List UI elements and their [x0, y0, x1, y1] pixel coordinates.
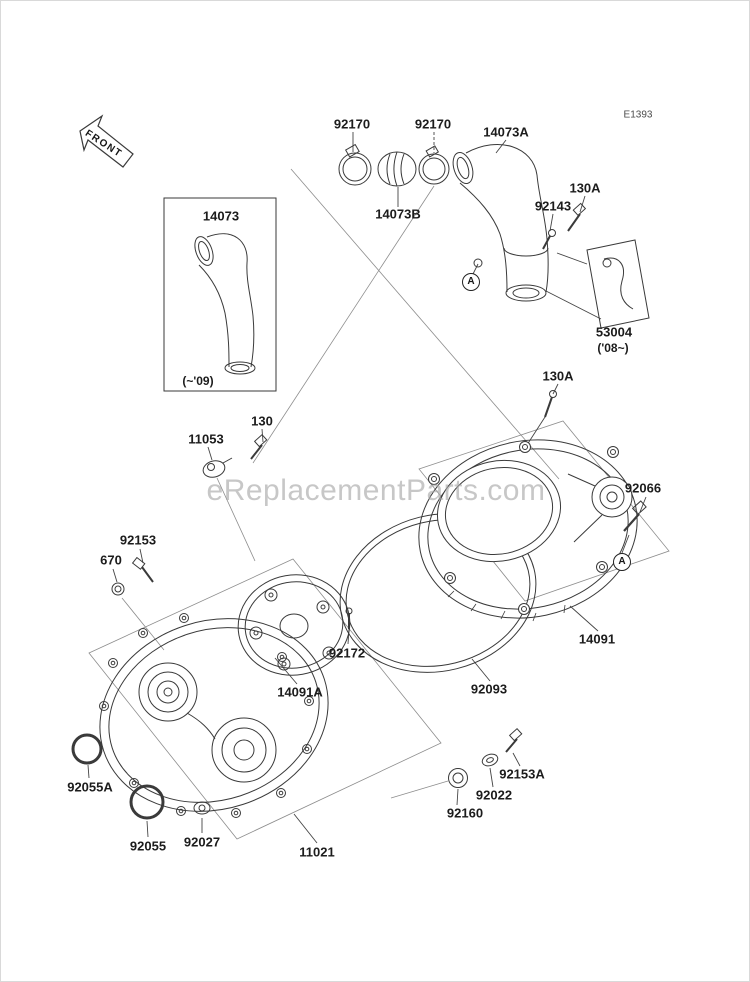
part-label-92153: 92153 — [119, 532, 157, 548]
part-label-92160: 92160 — [446, 805, 484, 821]
part-label-92170-left: 92170 — [333, 116, 371, 132]
part-label-92153A: 92153A — [499, 766, 545, 782]
part-label-92170-right: 92170 — [414, 116, 452, 132]
bolt-130A-top-drawing — [567, 202, 587, 232]
part-label-14073B: 14073B — [375, 206, 421, 222]
screw-92143-drawing — [542, 229, 556, 250]
bolt-92153-drawing — [131, 556, 154, 583]
inner-cover-11021-drawing — [99, 613, 329, 818]
callout-a-1: A — [462, 273, 480, 291]
bolt-92066-drawing — [623, 500, 647, 532]
clamp-92170-left-drawing — [338, 143, 372, 186]
duct-14073-box-drawing — [163, 197, 277, 392]
bolt-130-drawing — [250, 433, 268, 460]
stud-92172-drawing — [345, 607, 353, 629]
part-label-92055A: 92055A — [67, 779, 113, 795]
sleeve-14073B-drawing — [377, 151, 417, 187]
part-label-92066: 92066 — [624, 480, 662, 496]
part-label-92022: 92022 — [475, 787, 513, 803]
part-label-14091: 14091 — [578, 631, 616, 647]
part-label-130A-top: 130A — [569, 180, 601, 196]
ring-670-drawing — [111, 582, 125, 596]
part-label-11053: 11053 — [188, 431, 224, 447]
callout-a-2: A — [613, 553, 631, 571]
part-label-130A-mid: 130A — [542, 368, 574, 384]
part-label-14073A: 14073A — [483, 124, 529, 140]
part-label-92093: 92093 — [470, 681, 508, 697]
part-label-92172: 92172 — [328, 645, 366, 661]
duct-14073A-drawing — [452, 144, 549, 302]
note-through-09: (~'09) — [182, 374, 214, 388]
guard-53004-drawing — [586, 239, 650, 329]
oring-92055A-drawing — [71, 733, 103, 765]
bolt-130A-mid-drawing — [544, 390, 557, 418]
part-label-14091A: 14091A — [277, 684, 323, 700]
clamp-92170-right-drawing — [418, 145, 450, 185]
leader-lines — [87, 132, 647, 844]
plate-14091A-drawing — [237, 574, 351, 676]
part-label-92027: 92027 — [183, 834, 221, 850]
note-from-08: ('08~) — [597, 341, 629, 355]
bolt-92153A-drawing — [505, 727, 523, 753]
washer-92022-drawing — [481, 753, 499, 767]
part-label-670: 670 — [100, 552, 122, 568]
part-label-11021: 11021 — [299, 844, 335, 860]
front-arrow-icon — [79, 114, 134, 168]
drawing-code: E1393 — [623, 109, 653, 121]
construction-lines — [88, 168, 670, 840]
part-label-130: 130 — [251, 413, 273, 429]
nut-92160-drawing — [448, 768, 468, 788]
part-label-92055: 92055 — [129, 838, 167, 854]
watermark: eReplacementParts.com — [206, 474, 546, 507]
part-label-92143: 92143 — [534, 198, 572, 214]
part-label-14073: 14073 — [202, 208, 240, 224]
holder-11053-drawing — [202, 457, 233, 478]
washer-92027-drawing — [193, 801, 211, 815]
outer-cover-14091-drawing — [418, 439, 638, 622]
part-label-53004: 53004 — [595, 324, 633, 340]
oring-92055-drawing — [129, 784, 165, 820]
